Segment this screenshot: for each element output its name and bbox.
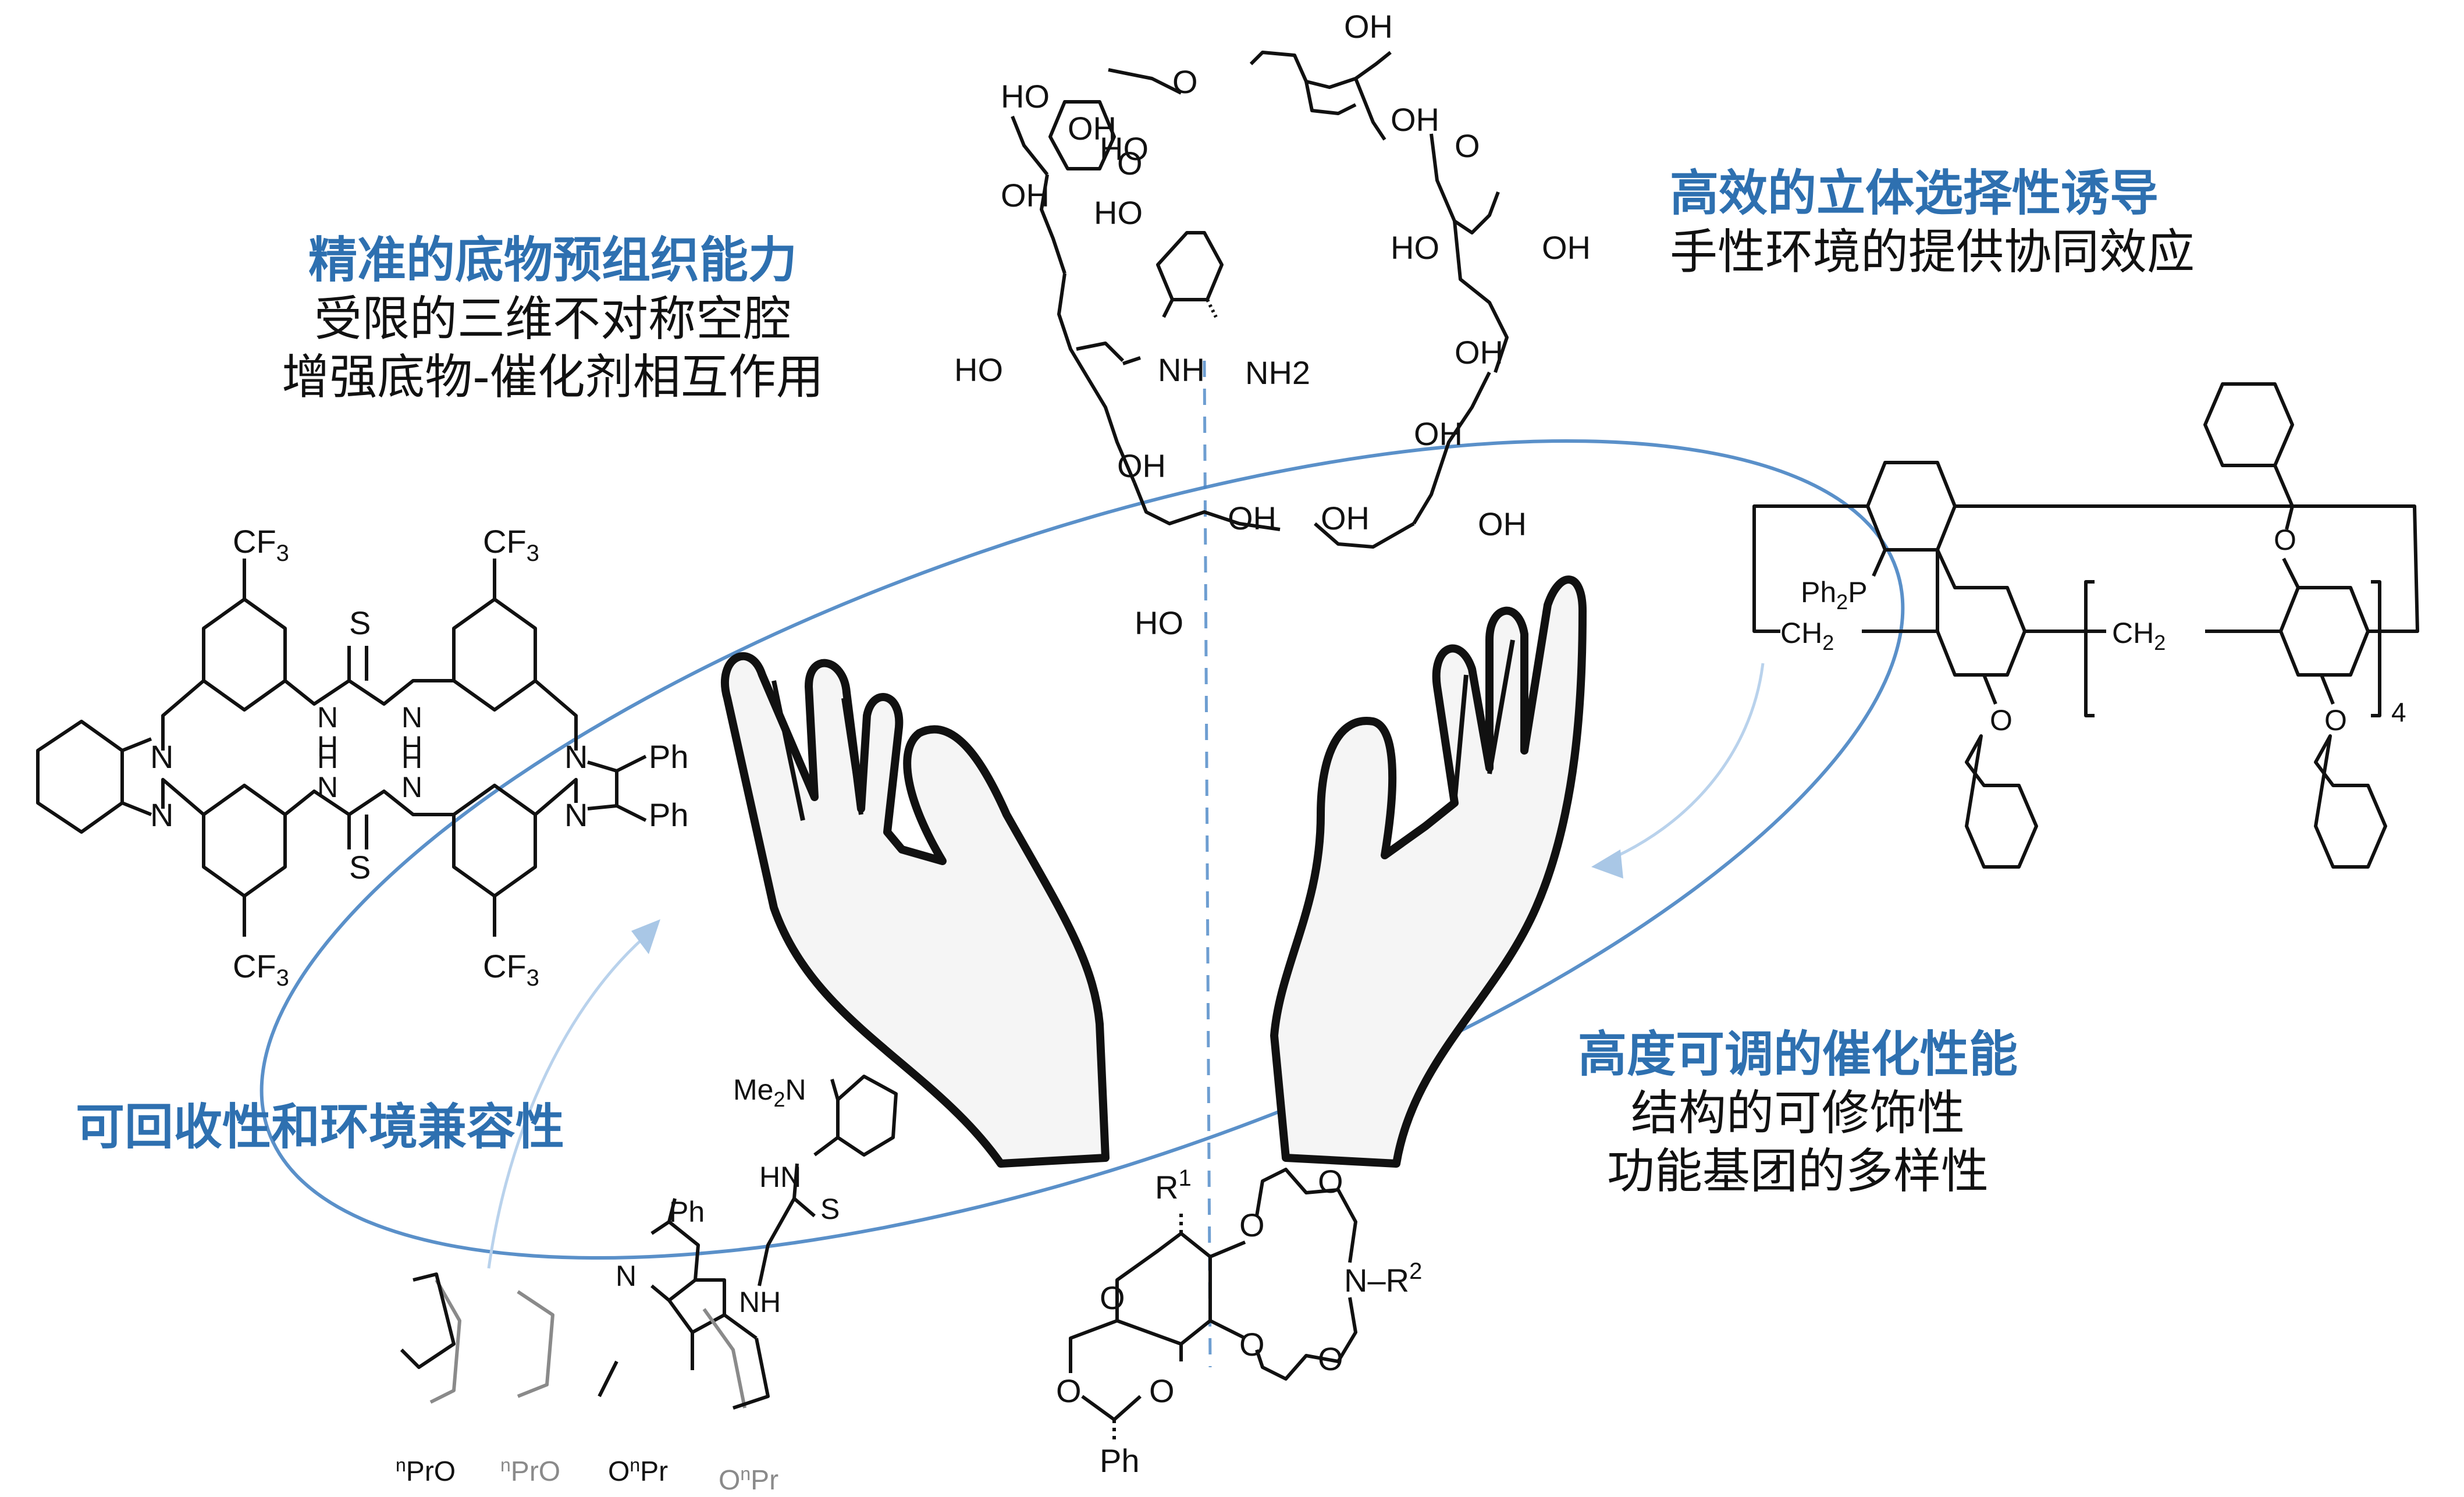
acetal-o-1: O xyxy=(1056,1372,1082,1409)
cf3-label-4: CF3 xyxy=(483,948,539,991)
cd-label-ho-5: HO xyxy=(954,351,1003,388)
thiourea-s-top: S xyxy=(349,605,371,641)
dashed-axis-line xyxy=(1203,360,1212,1368)
crown-n-label: N–R2 xyxy=(1344,1258,1422,1299)
npro-label-2: nPrO xyxy=(500,1455,560,1487)
caption-line-chiral-environment: 手性环境的提供协同效应 xyxy=(1670,225,2195,280)
caption-title-tunable-performance: 高度可调的催化性能 xyxy=(1577,1026,2018,1083)
npro-label-1: nPrO xyxy=(396,1455,456,1487)
cf3-label-1: CF3 xyxy=(233,523,289,566)
ch2-label-2: CH2 xyxy=(2112,617,2166,655)
me2n-label: Me2N xyxy=(733,1073,806,1111)
caption-title-substrate-preorganization: 精准的底物预组织能力 xyxy=(308,232,797,289)
cd-label-o-2: O xyxy=(1455,127,1480,164)
curved-arrow-left-icon xyxy=(487,930,653,1269)
phenyl-label-1: Ph xyxy=(649,738,689,775)
caption-title-recyclability: 可回收性和环境兼容性 xyxy=(76,1098,565,1155)
cd-label-ho-3: HO xyxy=(1094,194,1143,231)
ether-o-2: O xyxy=(1990,704,2013,737)
cd-label-oh-5: OH xyxy=(1542,229,1591,266)
cd-label-oh-11: OH xyxy=(1478,506,1527,542)
caption-title-stereoselectivity: 高效的立体选择性诱导 xyxy=(1670,165,2159,222)
caption-line-structural-modifiability: 结构的可修饰性 xyxy=(1630,1086,1965,1141)
right-hand-icon xyxy=(1270,575,1587,1168)
ether-o-1: O xyxy=(2274,524,2296,556)
cd-label-ho-6: HO xyxy=(1135,605,1183,641)
opr-label-2: OnPr xyxy=(719,1463,778,1496)
ether-o-3: O xyxy=(2324,704,2347,737)
phenyl-label-2: Ph xyxy=(649,796,689,833)
acetal-o-2: O xyxy=(1149,1372,1175,1409)
cycle-ellipse xyxy=(259,439,1905,1260)
thiourea-s-bottom: S xyxy=(349,849,371,886)
cf3-label-3: CF3 xyxy=(233,948,289,991)
cd-label-oh-2: OH xyxy=(1344,8,1393,45)
curved-arrow-right-icon xyxy=(1605,663,1765,863)
cd-label-oh-4: OH xyxy=(1001,177,1050,214)
left-hand-icon xyxy=(720,652,1110,1168)
crown-o-3: O xyxy=(1239,1326,1265,1363)
nh-label: NH xyxy=(739,1286,781,1318)
cd-label-oh-1: OH xyxy=(1068,110,1117,147)
sugar-o-1: O xyxy=(1100,1279,1125,1316)
crown-o-1: O xyxy=(1239,1207,1265,1243)
cd-label-o-1: O xyxy=(1172,63,1198,100)
crown-o-2: O xyxy=(1318,1163,1343,1200)
acetal-ph-label: Ph xyxy=(1100,1442,1140,1479)
pyridine-n-label: N xyxy=(616,1260,637,1292)
hn-label: HN xyxy=(759,1161,801,1193)
caption-top-left: 精准的底物预组织能力 受限的三维不对称空腔 增强底物-催化剂相互作用 xyxy=(233,230,873,407)
guest-nh-label: NH xyxy=(1158,351,1205,388)
amine-n-3: N xyxy=(564,738,588,775)
thiourea-s-label: S xyxy=(820,1193,840,1225)
cd-label-oh-3: OH xyxy=(1391,101,1439,138)
crown-o-4: O xyxy=(1318,1340,1343,1377)
cf3-label-2: CF3 xyxy=(483,523,539,566)
cd-label-ho-1: HO xyxy=(1001,78,1050,115)
ch2-label-1: CH2 xyxy=(1780,617,1834,655)
caption-line-functional-diversity: 功能基团的多样性 xyxy=(1606,1144,1989,1199)
opr-label-1: OnPr xyxy=(608,1455,668,1487)
r1-label: R1 xyxy=(1155,1165,1192,1206)
amine-n-4: N xyxy=(564,796,588,833)
arrow-head-right-icon xyxy=(1591,849,1623,879)
cd-label-oh-6: OH xyxy=(1455,334,1503,371)
cd-label-o-3: O xyxy=(1117,145,1143,182)
calixarene-thiourea-structure: Me2N HN S NH N Ph nPrO nPrO OnPr OnPr xyxy=(396,1073,898,1496)
cd-label-oh-10: OH xyxy=(1414,415,1463,452)
guest-nh2-label: NH2 xyxy=(1245,354,1310,391)
caption-line-enhanced-interaction: 增强底物-催化剂相互作用 xyxy=(282,350,824,405)
phosphine-calixarene-structure: Ph2P CH2 CH2 O O O 4 xyxy=(1752,382,2419,869)
cd-label-ho-4: HO xyxy=(1391,229,1439,266)
arrow-head-left-icon xyxy=(631,919,660,954)
phenyl-label: Ph xyxy=(669,1196,705,1228)
cd-label-oh-7: OH xyxy=(1117,447,1166,484)
caption-line-confined-cavity: 受限的三维不对称空腔 xyxy=(314,291,791,347)
cyclodextrin-structure: HO OH HO OH HO OH O O O OH HO OH HO OH N… xyxy=(954,8,1591,641)
amine-n-1: N xyxy=(150,738,173,775)
amine-n-2: N xyxy=(150,796,173,833)
caption-top-right: 高效的立体选择性诱导 手性环境的提供协同效应 xyxy=(1670,163,2195,282)
cd-label-oh-8: OH xyxy=(1228,500,1277,536)
repeat-count: 4 xyxy=(2391,697,2406,727)
cd-label-oh-9: OH xyxy=(1321,500,1370,536)
ph2p-label: Ph2P xyxy=(1801,576,1868,614)
caption-bottom-left: 可回收性和环境兼容性 xyxy=(76,1097,564,1157)
caption-bottom-right: 高度可调的催化性能 结构的可修饰性 功能基团的多样性 xyxy=(1548,1024,2048,1201)
crown-ether-sugar-structure: R1 N–R2 O O O O O O O Ph xyxy=(1056,1163,1422,1479)
cd-label-ho-2: HO xyxy=(1100,130,1149,167)
